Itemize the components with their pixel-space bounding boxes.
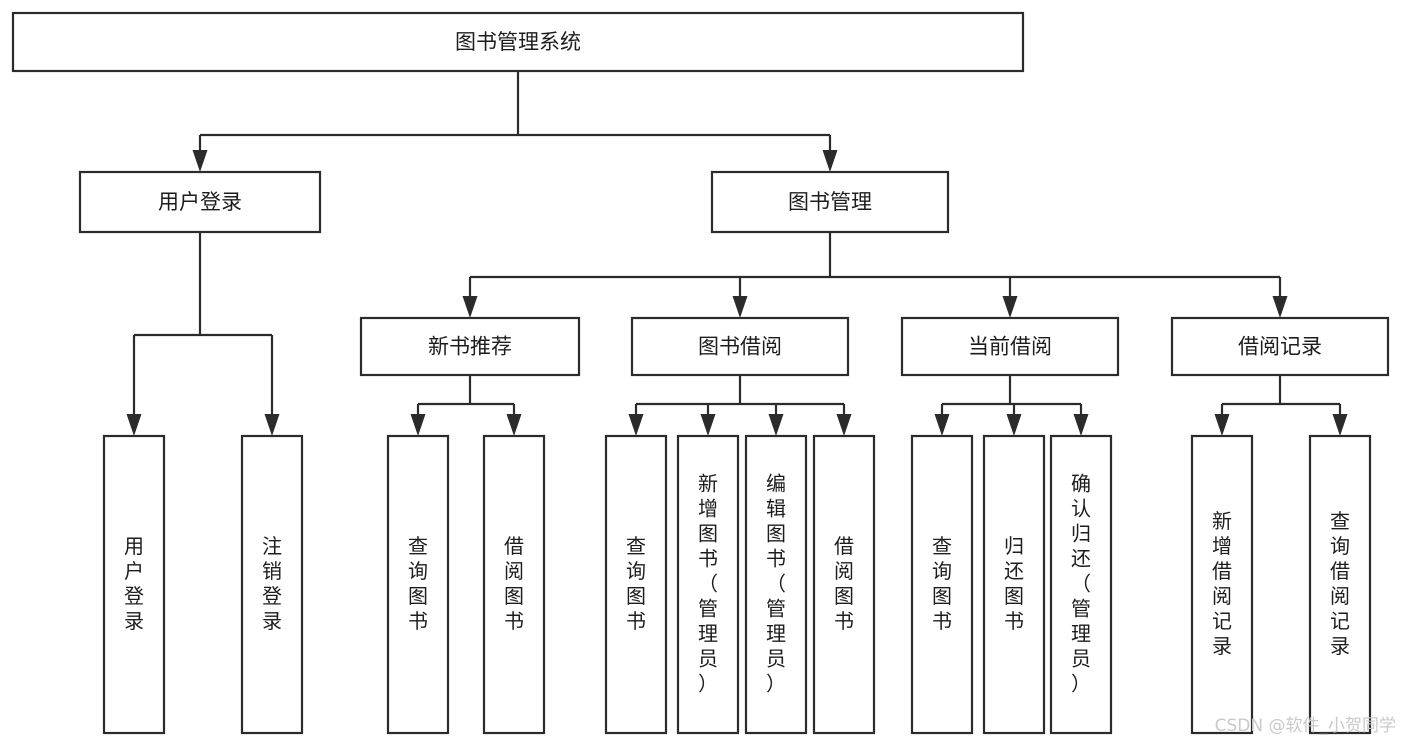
node-label: 借阅记录 <box>1238 335 1322 359</box>
arrow-head-icon <box>1214 414 1230 436</box>
node-leaf-logout[interactable]: 注销登录 <box>240 434 304 735</box>
node-box <box>11 11 1025 73</box>
node-label: 注销登录 <box>262 534 282 633</box>
node-user-login[interactable]: 用户登录 <box>78 170 322 234</box>
node-label: 用户登录 <box>124 534 144 633</box>
node-new-book-rec[interactable]: 新书推荐 <box>359 316 581 377</box>
node-box <box>240 434 304 735</box>
node-label: 用户登录 <box>158 190 242 214</box>
node-label: 新增图书（管理员） <box>698 471 718 695</box>
node-label: 图书管理 <box>788 190 872 214</box>
node-borrow-record[interactable]: 借阅记录 <box>1170 316 1390 377</box>
node-label: 借阅图书 <box>504 534 524 633</box>
node-leaf-user-login[interactable]: 用户登录 <box>102 434 166 735</box>
node-box <box>744 434 808 735</box>
node-current-borrow[interactable]: 当前借阅 <box>900 316 1120 377</box>
arrow-head-icon <box>1006 414 1022 436</box>
node-label: 查询图书 <box>408 534 428 633</box>
arrow-head-icon <box>700 414 716 436</box>
edges-layer <box>126 71 1348 436</box>
node-box <box>982 434 1046 735</box>
node-box <box>1190 434 1254 735</box>
node-label: 图书借阅 <box>698 335 782 359</box>
arrow-head-icon <box>934 414 950 436</box>
node-box <box>386 434 450 735</box>
node-label: 当前借阅 <box>968 335 1052 359</box>
node-leaf-query-book-3[interactable]: 查询图书 <box>910 434 974 735</box>
arrow-head-icon <box>462 296 478 318</box>
node-book-borrow[interactable]: 图书借阅 <box>630 316 850 377</box>
arrow-head-icon <box>732 296 748 318</box>
node-label: 新增借阅记录 <box>1212 509 1232 658</box>
node-leaf-borrow-book-2[interactable]: 借阅图书 <box>812 434 876 735</box>
arrow-head-icon <box>410 414 426 436</box>
arrow-head-icon <box>768 414 784 436</box>
nodes-layer: 图书管理系统用户登录图书管理新书推荐图书借阅当前借阅借阅记录用户登录注销登录查询… <box>11 11 1390 735</box>
arrow-head-icon <box>1272 296 1288 318</box>
node-box <box>812 434 876 735</box>
arrow-head-icon <box>192 150 208 172</box>
csdn-watermark: CSDN @软件_小贺同学 <box>1215 716 1396 736</box>
node-leaf-add-book[interactable]: 新增图书（管理员） <box>676 434 740 735</box>
node-leaf-add-record[interactable]: 新增借阅记录 <box>1190 434 1254 735</box>
node-label: 确认归还（管理员） <box>1071 471 1091 695</box>
node-box <box>359 316 581 377</box>
node-label: 借阅图书 <box>834 534 854 633</box>
arrow-head-icon <box>506 414 522 436</box>
node-box <box>482 434 546 735</box>
node-box <box>1308 434 1372 735</box>
node-box <box>78 170 322 234</box>
node-label: 查询图书 <box>626 534 646 633</box>
arrow-head-icon <box>1332 414 1348 436</box>
arrow-head-icon <box>126 414 142 436</box>
node-leaf-return-book[interactable]: 归还图书 <box>982 434 1046 735</box>
node-label: 新书推荐 <box>428 335 512 359</box>
arrow-head-icon <box>1002 296 1018 318</box>
node-book-manage[interactable]: 图书管理 <box>710 170 950 234</box>
node-box <box>604 434 668 735</box>
node-label: 归还图书 <box>1004 534 1024 633</box>
node-box <box>1170 316 1390 377</box>
arrow-head-icon <box>836 414 852 436</box>
node-box <box>710 170 950 234</box>
node-box <box>910 434 974 735</box>
node-label: 图书管理系统 <box>455 30 581 54</box>
node-label: 查询借阅记录 <box>1330 509 1350 658</box>
arrow-head-icon <box>1073 414 1089 436</box>
node-root[interactable]: 图书管理系统 <box>11 11 1025 73</box>
node-leaf-query-record[interactable]: 查询借阅记录 <box>1308 434 1372 735</box>
node-box <box>1049 434 1113 735</box>
node-box <box>900 316 1120 377</box>
node-leaf-borrow-book-1[interactable]: 借阅图书 <box>482 434 546 735</box>
node-label: 查询图书 <box>932 534 952 633</box>
arrow-head-icon <box>264 414 280 436</box>
arrow-head-icon <box>822 150 838 172</box>
node-leaf-query-book-1[interactable]: 查询图书 <box>386 434 450 735</box>
node-leaf-edit-book[interactable]: 编辑图书（管理员） <box>744 434 808 735</box>
node-box <box>630 316 850 377</box>
arrow-head-icon <box>628 414 644 436</box>
node-leaf-query-book-2[interactable]: 查询图书 <box>604 434 668 735</box>
node-label: 编辑图书（管理员） <box>766 471 786 695</box>
node-box <box>102 434 166 735</box>
node-box <box>676 434 740 735</box>
node-leaf-confirm-return[interactable]: 确认归还（管理员） <box>1049 434 1113 735</box>
